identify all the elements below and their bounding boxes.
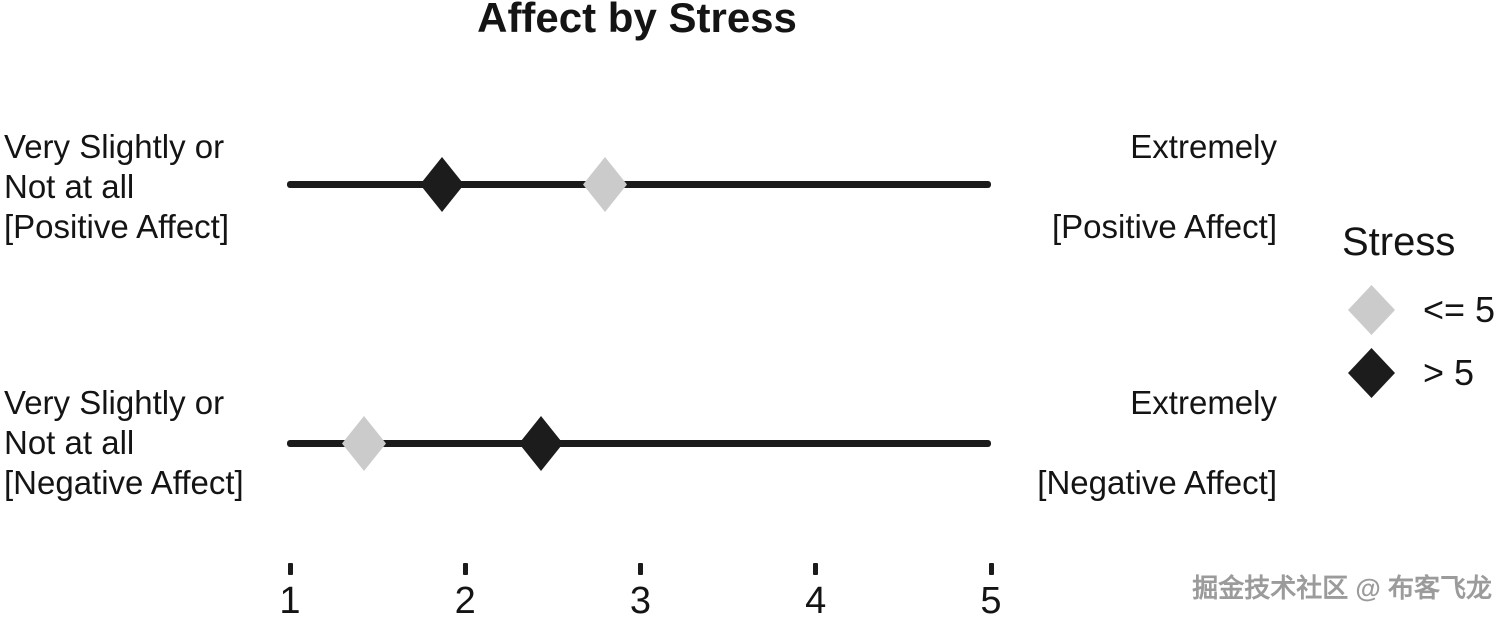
x-axis-tick-label: 4 xyxy=(805,580,827,622)
x-axis-tick xyxy=(988,563,994,575)
right-label-line: Extremely xyxy=(1130,384,1277,421)
row-positive-left-label: Very Slightly or Not at all [Positive Af… xyxy=(4,127,229,247)
x-axis-tick-label: 5 xyxy=(980,580,1002,622)
x-axis-tick-label: 3 xyxy=(629,580,652,622)
gray-diamond-icon xyxy=(1348,285,1395,335)
left-label-line: Very Slightly or xyxy=(4,384,225,421)
x-axis-tick xyxy=(638,563,643,575)
data-point-diamond xyxy=(341,415,386,471)
data-point-diamond xyxy=(518,415,563,471)
watermark-text: 掘金技术社区 @ 布客飞龙 xyxy=(1192,573,1492,603)
right-label-line: [Negative Affect] xyxy=(1037,464,1277,501)
row-positive-right-label: Extremely [Positive Affect] xyxy=(1052,127,1277,247)
legend-entry-high-stress: > 5 xyxy=(1348,348,1500,398)
row-positive-scale-line xyxy=(287,181,991,188)
legend: Stress <= 5 > 5 xyxy=(1340,220,1500,411)
x-axis-tick xyxy=(287,563,293,575)
data-point-diamond xyxy=(583,156,628,212)
row-negative-right-label: Extremely [Negative Affect] xyxy=(1037,383,1277,503)
row-negative-left-label: Very Slightly or Not at all [Negative Af… xyxy=(4,383,244,503)
left-label-line: [Negative Affect] xyxy=(4,464,244,501)
left-label-line: Very Slightly or xyxy=(4,128,225,165)
row-negative-scale-line xyxy=(287,440,991,447)
x-axis-tick-label: 1 xyxy=(279,580,301,622)
right-label-line: [Positive Affect] xyxy=(1051,208,1277,245)
legend-entry-label: > 5 xyxy=(1423,352,1475,393)
x-axis-tick xyxy=(813,563,819,575)
x-axis-tick xyxy=(462,563,468,575)
legend-entry-label: <= 5 xyxy=(1423,289,1496,330)
legend-title: Stress xyxy=(1342,220,1456,264)
legend-entry-low-stress: <= 5 xyxy=(1348,285,1500,335)
right-label-line: Extremely xyxy=(1130,128,1277,165)
data-point-diamond xyxy=(420,156,465,212)
left-label-line: [Positive Affect] xyxy=(4,208,230,245)
chart-title: Affect by Stress xyxy=(477,0,797,41)
x-axis-tick-label: 2 xyxy=(454,580,476,622)
left-label-line: Not at all xyxy=(4,168,135,205)
left-label-line: Not at all xyxy=(4,424,135,461)
black-diamond-icon xyxy=(1348,348,1395,398)
